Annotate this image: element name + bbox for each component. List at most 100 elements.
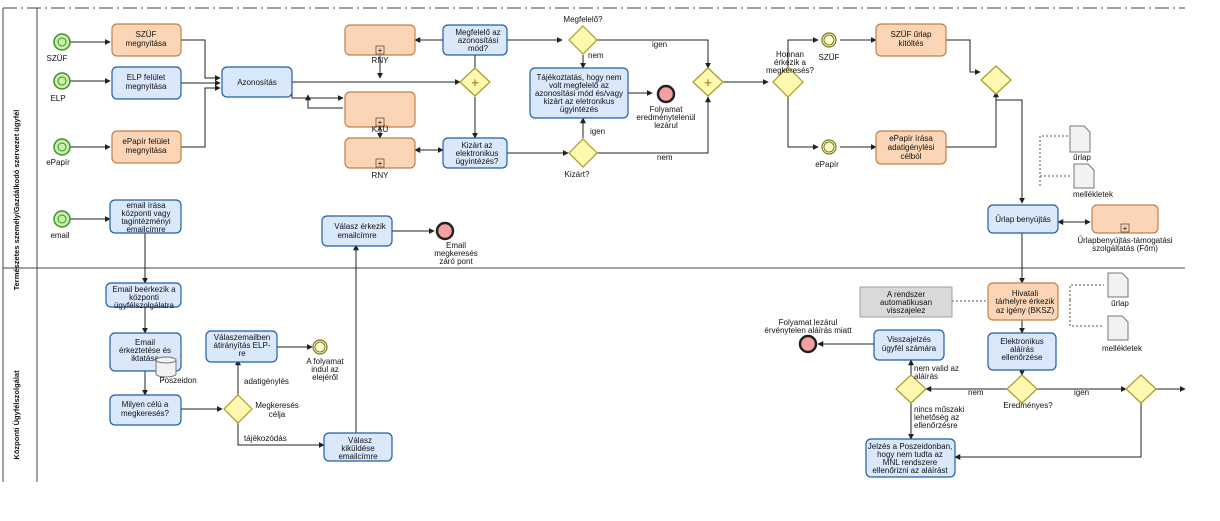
svg-text:nem: nem — [588, 51, 604, 60]
svg-text:hogy nem tudta az: hogy nem tudta az — [877, 450, 943, 459]
svg-text:Megfelelő az: Megfelelő az — [455, 28, 500, 37]
task-milyen-celu: Milyen célú a megkeresés? — [109, 394, 182, 426]
svg-text:Válasz érkezik: Válasz érkezik — [334, 222, 387, 231]
subprocess-rny-bottom: + RNY — [344, 137, 416, 180]
svg-text:nem: nem — [657, 153, 673, 162]
task-megfelelo-q: Megfelelő az azonosítási mód? — [442, 24, 508, 56]
data-urlap-2: űrlap — [1107, 272, 1129, 308]
task-hivatali: Hivatali tárhelyre érkezik az igény (BKS… — [987, 282, 1059, 321]
svg-text:Email beérkezik a: Email beérkezik a — [112, 285, 176, 294]
svg-text:tájékozódás: tájékozódás — [244, 434, 287, 443]
task-email-arrive: Email beérkezik a központi ügyfélszolgál… — [105, 282, 182, 310]
gateway-merge — [980, 65, 1012, 95]
svg-text:nem valid az: nem valid az — [914, 364, 959, 373]
svg-text:A folyamat: A folyamat — [306, 357, 344, 366]
svg-text:záró pont: záró pont — [439, 257, 473, 266]
svg-text:automatikusan: automatikusan — [880, 298, 932, 307]
svg-text:Eredményes?: Eredményes? — [1003, 401, 1053, 410]
svg-text:ellenőrzésre: ellenőrzésre — [914, 421, 958, 430]
svg-text:Űrlap benyújtás: Űrlap benyújtás — [995, 215, 1051, 224]
svg-text:ügyintézés?: ügyintézés? — [456, 157, 499, 166]
svg-text:űrlap: űrlap — [1111, 299, 1129, 308]
event-elp-restart: A folyamat indul az elejéről — [306, 339, 344, 382]
svg-text:érkeztetése és: érkeztetése és — [119, 346, 171, 355]
svg-text:emailcímre: emailcímre — [126, 225, 166, 234]
svg-text:Email: Email — [446, 241, 466, 250]
note-automatikus: A rendszer automatikusan visszajelez — [859, 286, 953, 318]
svg-text:ügyfélszolgálatra: ügyfélszolgálatra — [114, 301, 175, 310]
svg-text:mellékletek: mellékletek — [1102, 344, 1143, 353]
svg-text:+: + — [471, 75, 479, 90]
svg-text:aláírás: aláírás — [914, 372, 938, 381]
task-email-write: email írása központi vagy tagintézményi … — [109, 199, 182, 234]
svg-text:+: + — [1123, 224, 1128, 233]
svg-text:célja: célja — [269, 410, 286, 419]
svg-text:ellenőrizni az aláírást: ellenőrizni az aláírást — [872, 466, 948, 475]
svg-text:eredménytelenül: eredménytelenül — [636, 113, 695, 122]
svg-text:központi vagy: központi vagy — [122, 209, 171, 218]
task-visszajelzes: Visszajelzés ügyfél számára — [873, 329, 945, 361]
svg-text:Honnan: Honnan — [776, 50, 804, 59]
svg-text:szolgáltatás (Főm): szolgáltatás (Főm) — [1092, 244, 1158, 253]
svg-text:érvénytelen aláírás miatt: érvénytelen aláírás miatt — [764, 326, 852, 335]
start-epapir-label: ePapír — [46, 158, 70, 167]
lane-bottom-label: Központi Ügyfélszolgálat — [12, 370, 21, 460]
svg-text:igen: igen — [652, 40, 667, 49]
gateway-eredmenyes: Eredményes? — [1003, 374, 1053, 410]
gateway-right-merge — [1125, 374, 1157, 404]
svg-text:email írása: email írása — [126, 201, 166, 210]
svg-text:megnyitása: megnyitása — [126, 39, 167, 48]
svg-text:Tájékoztatás, hogy nem: Tájékoztatás, hogy nem — [537, 73, 622, 82]
start-email-label: email — [50, 231, 69, 240]
subprocess-kau: + KAÜ — [344, 91, 416, 134]
lane-top-label: Természetes személy/Gazdálkodó szervezet… — [12, 110, 21, 291]
task-valasz-email: Válasz érkezik emailcímre — [321, 215, 393, 247]
svg-text:Elektronikus: Elektronikus — [1000, 337, 1044, 346]
svg-text:+: + — [704, 75, 712, 90]
svg-text:kiküldése: kiküldése — [341, 444, 375, 453]
task-jelzes: Jelzés a Poszeidonban, hogy nem tudta az… — [865, 438, 956, 478]
svg-text:célból: célból — [901, 152, 922, 161]
svg-text:nem: nem — [968, 388, 984, 397]
svg-text:Kizárt az: Kizárt az — [461, 141, 492, 150]
data-urlap-1: űrlap — [1069, 125, 1091, 162]
svg-text:emailcímre: emailcímre — [338, 452, 378, 461]
task-valasz-kuld: Válasz kiküldése emailcímre — [323, 432, 393, 462]
end-folyamat-top: Folyamat eredménytelenül lezárul — [636, 84, 696, 130]
gateway-parallel-2: + — [692, 67, 724, 97]
svg-text:aláírás: aláírás — [1010, 345, 1034, 354]
start-szuf-label: SZÜF — [47, 54, 68, 63]
start-email: email — [50, 210, 71, 240]
svg-text:Hivatali: Hivatali — [1012, 289, 1038, 298]
event-szuf: SZÜF — [819, 32, 840, 62]
svg-text:Jelzés a Poszeidonban,: Jelzés a Poszeidonban, — [868, 442, 953, 451]
task-azonositas: Azonosítás — [221, 66, 293, 98]
svg-text:MNL rendszere: MNL rendszere — [883, 458, 938, 467]
svg-text:azonosítási: azonosítási — [458, 36, 499, 45]
svg-text:ePapír írása: ePapír írása — [889, 134, 933, 143]
svg-text:kitöltés: kitöltés — [899, 39, 924, 48]
gateway-valid — [895, 374, 927, 404]
svg-text:ellenőrzése: ellenőrzése — [1002, 353, 1043, 362]
svg-text:elektronikus: elektronikus — [456, 149, 499, 158]
svg-text:Válasz: Válasz — [348, 436, 372, 445]
task-elp-open: ELP felület megnyitása — [111, 66, 182, 100]
svg-text:megnyitása: megnyitása — [126, 146, 167, 155]
svg-text:Milyen célú a: Milyen célú a — [122, 400, 169, 409]
svg-text:indul az: indul az — [311, 365, 339, 374]
svg-text:visszajelez: visszajelez — [887, 306, 926, 315]
svg-text:lehetőség az: lehetőség az — [914, 413, 959, 422]
svg-text:RNY: RNY — [372, 171, 390, 180]
svg-text:Megfelelő?: Megfelelő? — [563, 15, 603, 24]
task-epapir-open: ePapír felület megnyitása — [111, 130, 182, 164]
end-email-zaro: Email megkeresés záró pont — [434, 221, 478, 266]
svg-text:átirányítás ELP-: átirányítás ELP- — [214, 341, 271, 350]
svg-text:Email: Email — [135, 338, 155, 347]
end-folyamat-bottom: Folyamat lezárul érvénytelen aláírás mia… — [764, 318, 852, 354]
svg-text:elejéről: elejéről — [312, 373, 338, 382]
gateway-parallel-1: + — [459, 67, 491, 97]
svg-text:RNY: RNY — [372, 56, 390, 65]
svg-text:ELP felület: ELP felület — [127, 73, 166, 82]
svg-text:adatigénylési: adatigénylési — [888, 143, 935, 152]
